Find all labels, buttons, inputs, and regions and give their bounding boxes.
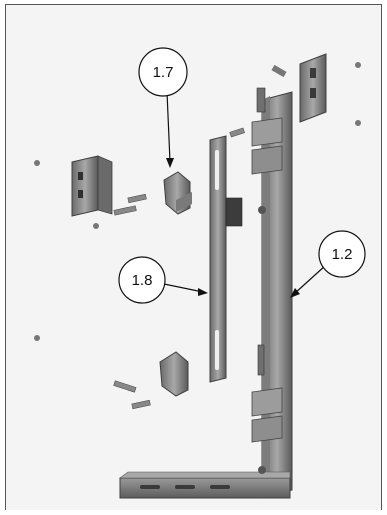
callout-label-1-8: 1.8 [132,272,153,289]
main-l-bracket [119,87,293,499]
screw [229,127,245,138]
callout-1-7: 1.7 [138,47,188,168]
upper-z-clip [163,171,192,215]
callout-label-1-2: 1.2 [332,246,353,263]
upper-right-plate [271,53,361,126]
left-angle-bracket [34,155,147,341]
slotted-vertical-bar [209,135,243,383]
callout-label-1-7: 1.7 [153,64,174,81]
callout-1-8: 1.8 [118,256,208,304]
lower-z-clip [113,351,189,410]
callout-1-2: 1.2 [290,230,366,298]
